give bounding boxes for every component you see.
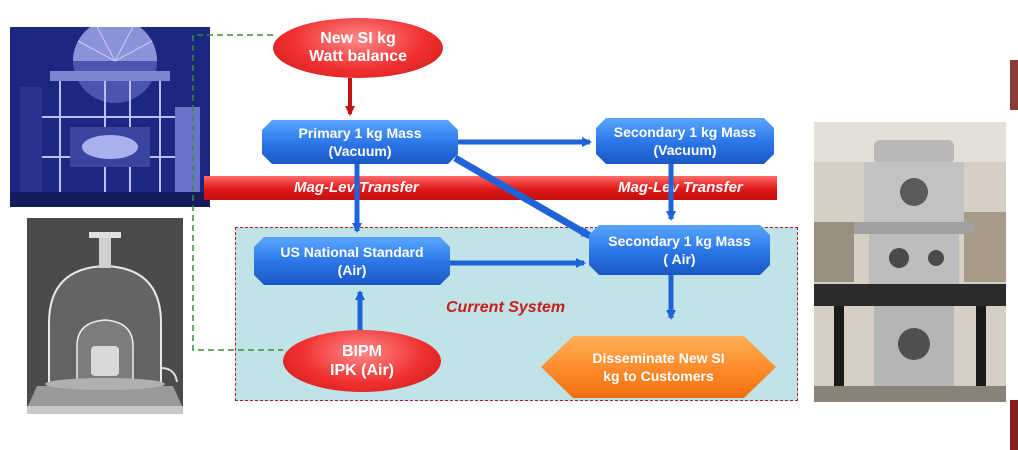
us-national-standard-node: US National Standard (Air) (254, 237, 450, 285)
primary-mass-line1: Primary 1 kg Mass (298, 125, 422, 141)
current-system-label: Current System (446, 299, 566, 316)
primary-mass-line2: (Vacuum) (328, 143, 392, 159)
disseminate-node: Disseminate New SI kg to Customers (541, 336, 776, 398)
arrow-primary-to-secondary-air (453, 154, 592, 240)
watt-balance-node: New SI kg Watt balance (273, 18, 443, 78)
maglev-chamber-illustration (814, 122, 1006, 402)
bipm-line2: IPK (Air) (330, 362, 394, 379)
maglev-chamber-photo (814, 122, 1006, 402)
secondary-vacuum-line1: Secondary 1 kg Mass (613, 124, 757, 140)
maglev-transfer-right-label: Mag-Lev Transfer (618, 179, 743, 196)
secondary-air-line1: Secondary 1 kg Mass (608, 233, 751, 249)
primary-mass-node: Primary 1 kg Mass (Vacuum) (262, 120, 458, 164)
disseminate-line1: Disseminate New SI (592, 350, 725, 366)
secondary-vacuum-line2: (Vacuum) (653, 142, 717, 158)
disseminate-line2: kg to Customers (603, 368, 714, 384)
watt-photo-link-line (192, 34, 283, 351)
watt-balance-line1: New SI kg (320, 30, 396, 47)
us-standard-line1: US National Standard (280, 244, 424, 260)
watt-balance-photo (10, 27, 210, 207)
secondary-mass-vacuum-node: Secondary 1 kg Mass (Vacuum) (596, 118, 774, 164)
edge-brand-strip (1010, 0, 1018, 450)
watt-balance-line2: Watt balance (308, 48, 408, 65)
watt-balance-illustration (10, 27, 210, 207)
ipk-bell-jar-photo (27, 218, 183, 414)
bell-jar-illustration (27, 218, 183, 414)
us-standard-line2: (Air) (337, 262, 367, 278)
bipm-ipk-node: BIPM IPK (Air) (283, 330, 441, 392)
secondary-air-line2: ( Air) (663, 251, 696, 267)
bipm-line1: BIPM (342, 343, 382, 360)
secondary-mass-air-node: Secondary 1 kg Mass ( Air) (589, 225, 770, 275)
